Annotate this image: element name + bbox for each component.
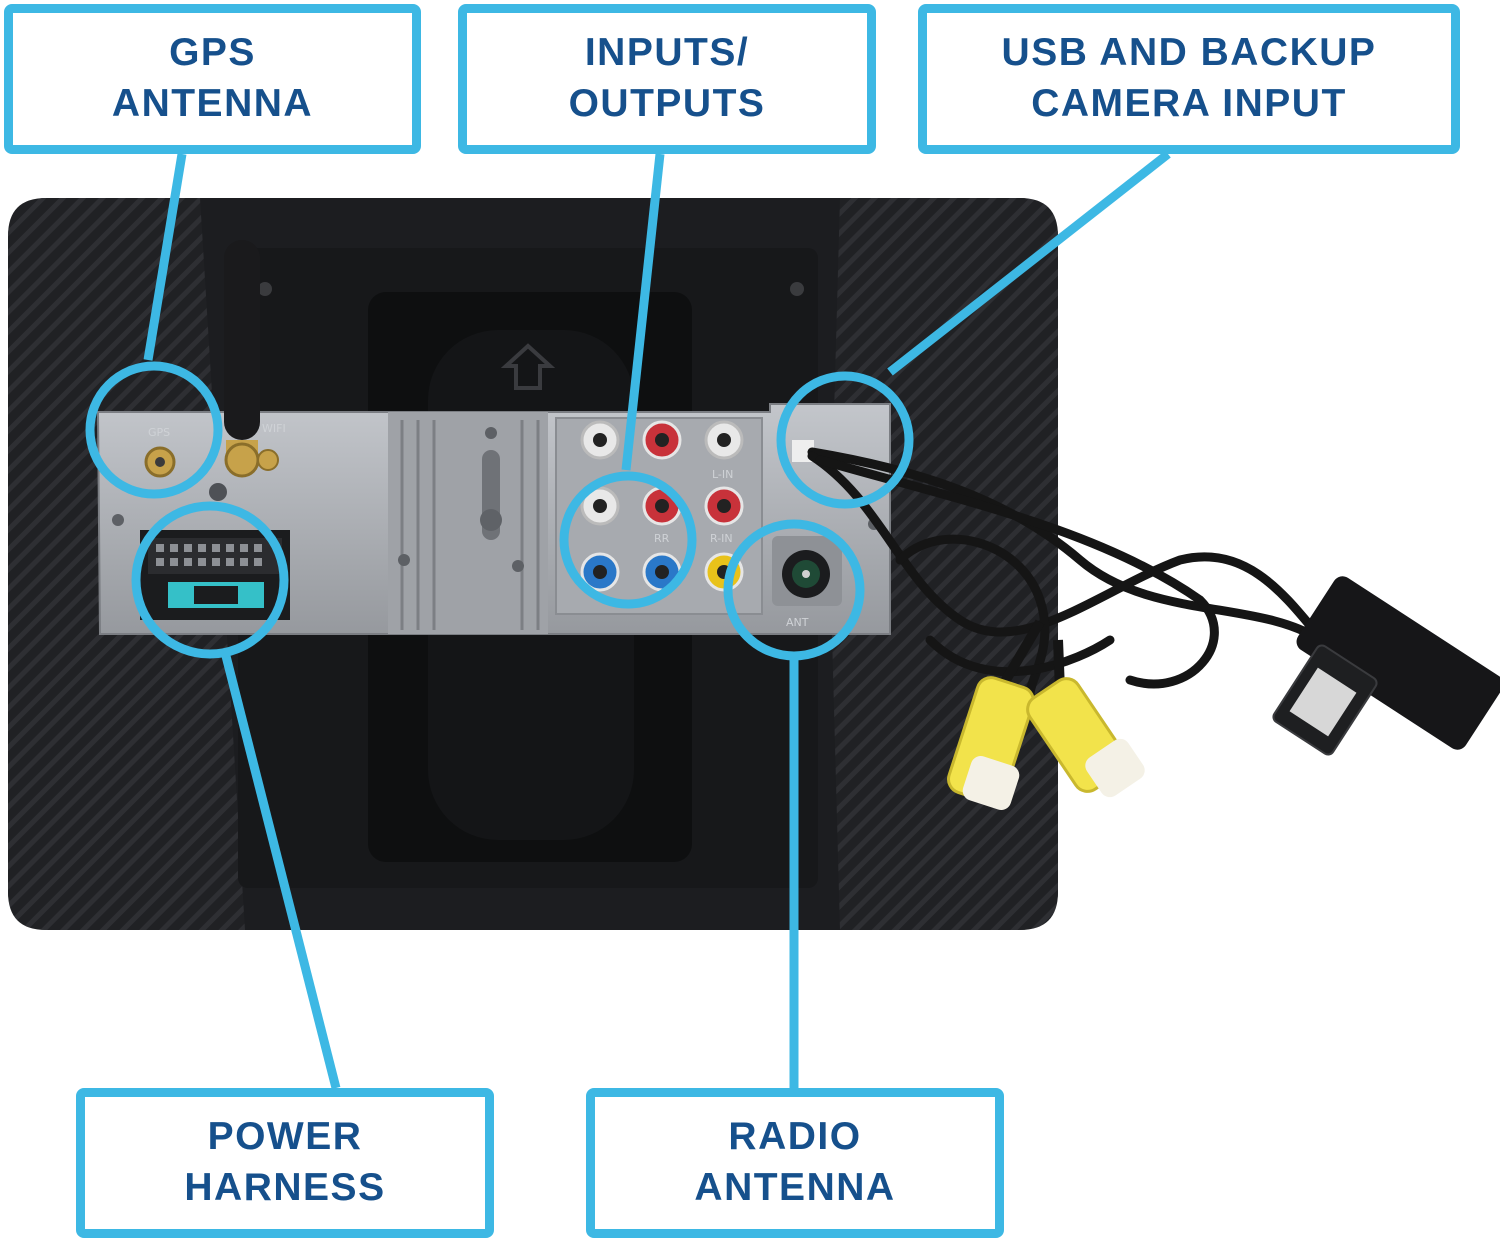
callout-power-harness: POWER HARNESS [76, 1088, 494, 1238]
svg-text:ANT: ANT [786, 616, 809, 629]
arrow-up-icon [500, 343, 556, 390]
svg-text:R-IN: R-IN [710, 532, 733, 545]
svg-text:WIFI: WIFI [262, 422, 286, 435]
callout-gps-antenna-line1: GPS [169, 31, 256, 75]
power-highlight-ring [131, 501, 289, 659]
camera-rca-plugs [947, 619, 1145, 810]
callout-usb-backup-camera-line2: CAMERA INPUT [1031, 82, 1347, 125]
rca-jack-icon [580, 420, 744, 592]
callout-radio-antenna: RADIO ANTENNA [586, 1088, 1004, 1238]
callout-usb-backup-camera: USB AND BACKUP CAMERA INPUT [918, 4, 1460, 154]
svg-text:RR: RR [654, 532, 670, 545]
callout-gps-antenna-line2: ANTENNA [111, 82, 314, 125]
sma-connector-icon [144, 446, 176, 478]
callout-gps-antenna: GPS ANTENNA [4, 4, 421, 154]
usb-highlight-ring [776, 371, 914, 509]
svg-text:GPS: GPS [148, 426, 170, 439]
callout-usb-backup-camera-line1: USB AND BACKUP [1001, 31, 1377, 75]
usb-plug-icon [1272, 576, 1500, 756]
wifi-antenna [224, 240, 279, 478]
callout-radio-antenna-line1: RADIO [728, 1115, 862, 1159]
callout-power-harness-line1: POWER [207, 1115, 363, 1159]
callout-radio-antenna-line2: ANTENNA [694, 1166, 896, 1209]
gps-highlight-ring [85, 361, 223, 499]
radio-highlight-ring [723, 519, 865, 661]
wire-harness-icon [140, 530, 290, 620]
callout-inputs-outputs-line2: OUTPUTS [568, 82, 766, 125]
callout-inputs-outputs-line1: INPUTS/ [584, 31, 750, 75]
callout-power-harness-line2: HARNESS [184, 1166, 386, 1209]
io-highlight-ring [559, 471, 697, 609]
svg-text:L-IN: L-IN [712, 468, 733, 481]
callout-inputs-outputs: INPUTS/ OUTPUTS [458, 4, 876, 154]
